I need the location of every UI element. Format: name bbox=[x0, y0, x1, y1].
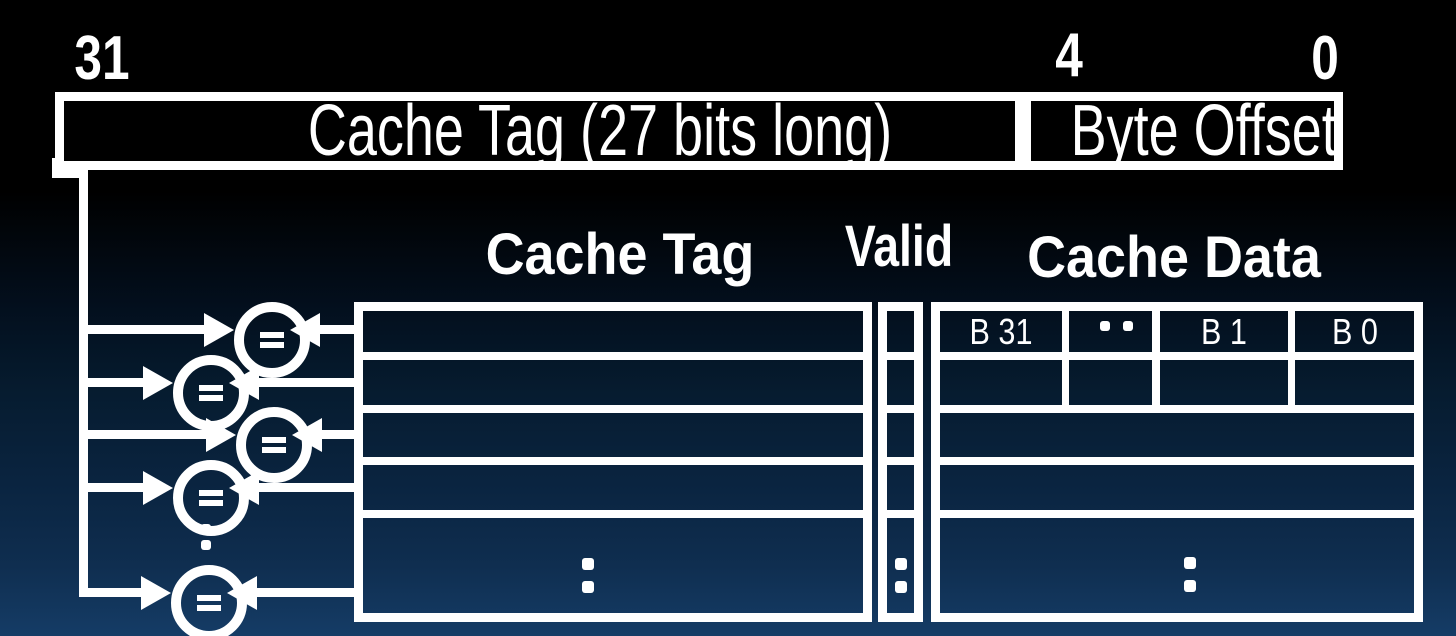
tag-line-row5 bbox=[253, 588, 358, 597]
cache-tag-row-divider bbox=[354, 457, 872, 465]
comparator-circle bbox=[236, 407, 312, 483]
valid-header: Valid bbox=[844, 214, 954, 279]
cache-data-header: Cache Data bbox=[1027, 225, 1321, 290]
cache-data-row-divider bbox=[931, 352, 1423, 360]
vertical-ellipsis-icon bbox=[895, 558, 907, 570]
vertical-ellipsis-icon bbox=[1184, 557, 1196, 569]
cache-data-row-divider bbox=[931, 457, 1423, 465]
arrow-right-icon bbox=[204, 313, 234, 347]
address-offset-field-label: Byte Offset bbox=[1070, 91, 1337, 171]
comparator-circle bbox=[234, 302, 310, 378]
comparator-circle bbox=[171, 565, 247, 636]
equals-icon bbox=[199, 385, 223, 391]
cache-tag-row-divider bbox=[354, 510, 872, 518]
bit-label-0: 0 bbox=[1311, 24, 1339, 93]
bit-label-4: 4 bbox=[1055, 21, 1083, 90]
tag-line-row4 bbox=[255, 483, 358, 492]
byte-label-b0: B 0 bbox=[1332, 311, 1378, 352]
tag-line-row1 bbox=[316, 325, 360, 334]
comparator-circle bbox=[173, 460, 249, 536]
valid-row-divider bbox=[878, 510, 923, 518]
tag-line-row2 bbox=[255, 378, 358, 387]
byte-column-divider bbox=[1062, 302, 1069, 413]
arrow-right-icon bbox=[143, 366, 173, 400]
horizontal-ellipsis-icon bbox=[1123, 321, 1133, 331]
arrow-right-icon bbox=[141, 576, 171, 610]
tag-line-row3 bbox=[318, 430, 360, 439]
vertical-ellipsis-icon bbox=[1184, 580, 1196, 592]
valid-row-divider bbox=[878, 352, 923, 360]
cache-data-row-divider bbox=[931, 510, 1423, 518]
byte-label-b1: B 1 bbox=[1201, 311, 1247, 352]
branch-line-row1 bbox=[83, 325, 209, 334]
cache-tag-header: Cache Tag bbox=[485, 222, 755, 287]
branch-line-row3 bbox=[83, 430, 211, 439]
address-stub-horizontal-line bbox=[52, 169, 88, 178]
cache-data-row-divider bbox=[931, 405, 1423, 413]
cache-tag-row-divider bbox=[354, 405, 872, 413]
vertical-ellipsis-icon bbox=[582, 581, 594, 593]
address-tag-field-label: Cache Tag (27 bits long) bbox=[307, 91, 893, 171]
vertical-ellipsis-icon bbox=[201, 524, 211, 534]
equals-icon bbox=[262, 437, 286, 443]
bit-label-31: 31 bbox=[74, 24, 130, 93]
branch-line-row4 bbox=[83, 483, 146, 492]
horizontal-ellipsis-icon bbox=[1100, 321, 1110, 331]
equals-icon bbox=[197, 595, 221, 601]
vertical-ellipsis-icon bbox=[582, 558, 594, 570]
address-field-divider bbox=[1015, 92, 1031, 170]
byte-column-divider bbox=[1152, 302, 1160, 413]
valid-row-divider bbox=[878, 405, 923, 413]
vertical-ellipsis-icon bbox=[201, 540, 211, 550]
byte-label-b31: B 31 bbox=[969, 311, 1033, 352]
comparator-circle bbox=[173, 355, 249, 431]
vertical-ellipsis-icon bbox=[895, 581, 907, 593]
address-box bbox=[55, 92, 1343, 170]
branch-line-row5 bbox=[83, 588, 146, 597]
byte-column-divider bbox=[1288, 302, 1295, 413]
equals-icon bbox=[199, 490, 223, 496]
valid-row-divider bbox=[878, 457, 923, 465]
arrow-right-icon bbox=[143, 471, 173, 505]
equals-icon bbox=[260, 332, 284, 338]
cache-tag-row-divider bbox=[354, 352, 872, 360]
branch-line-row2 bbox=[83, 378, 146, 387]
